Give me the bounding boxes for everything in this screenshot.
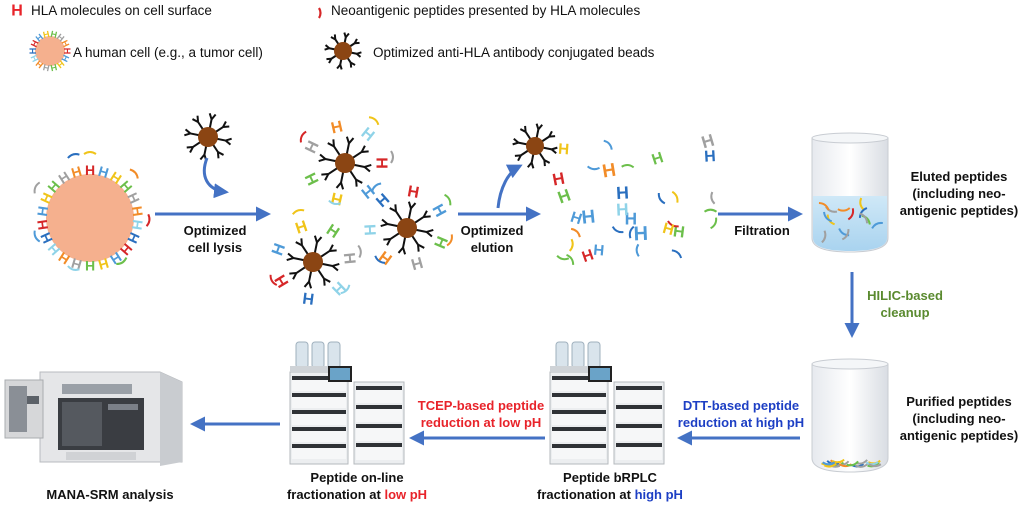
hla-glyph: H (323, 222, 342, 243)
mass-spectrometer (4, 371, 183, 466)
hla-glyph: H (650, 149, 666, 169)
hla-glyph: H (50, 29, 59, 40)
arrow-elution-up (496, 164, 523, 209)
hla-glyph: H (42, 29, 51, 40)
lc-instrument-high-ph (549, 341, 665, 465)
legend-peptide-label: Neoantigenic peptides presented by HLA m… (331, 3, 641, 18)
bprlc-label: Peptide bRPLC fractionation at high pH (537, 470, 683, 502)
hla-glyph: H (593, 242, 605, 260)
hla-molecule-icon: H (11, 3, 23, 20)
hla-glyph: H (329, 118, 344, 137)
mana-srm-label: MANA-SRM analysis (46, 487, 174, 502)
hla-glyph: H (661, 220, 676, 239)
hla-glyph: H (96, 163, 110, 181)
hla-glyph: H (34, 32, 45, 44)
bead-icon (324, 32, 362, 70)
hla-glyph: H (616, 182, 630, 203)
hla-glyph: H (34, 205, 51, 217)
legend-cell-label: A human cell (e.g., a tumor cell) (73, 45, 263, 60)
hla-glyph: H (34, 58, 45, 70)
hla-glyph: H (28, 48, 38, 55)
hla-glyph: H (428, 202, 448, 220)
hla-glyph: H (362, 224, 380, 236)
flow-arrows (155, 157, 860, 446)
online-fractionation-label: Peptide on-line fractionation at low pH (286, 470, 428, 502)
hla-glyph: H (376, 247, 395, 268)
bead-illustration-elution (512, 123, 558, 169)
hla-glyph: H (55, 58, 66, 70)
hla-glyph: H (85, 162, 95, 178)
lc-instrument-low-ph (289, 341, 405, 465)
hla-glyph: H (328, 278, 348, 298)
hla-glyph: H (699, 130, 717, 153)
hla-glyph: H (340, 252, 358, 265)
hla-glyph: H (558, 141, 570, 159)
hla-glyph: H (129, 219, 146, 231)
hla-glyph: H (581, 205, 597, 227)
hla-glyph: H (302, 170, 322, 188)
hla-glyph: H (551, 169, 566, 190)
hla-glyph: H (29, 53, 41, 63)
hla-glyph: H (85, 258, 95, 274)
hla-glyph: H (568, 209, 584, 229)
hla-glyph: H (55, 32, 66, 44)
hla-glyph: H (50, 62, 59, 73)
purified-peptides-tube (811, 358, 889, 473)
hla-glyph: H (406, 183, 420, 202)
hla-glyph: H (555, 185, 573, 207)
hla-glyph: H (358, 125, 378, 146)
hla-glyph: H (129, 205, 146, 217)
hla-glyph: H (11, 3, 23, 20)
hla-glyph: H (96, 255, 110, 273)
hla-glyph: H (625, 208, 638, 228)
legend-beads-label: Optimized anti-HLA antibody conjugated b… (373, 45, 655, 60)
eluted-peptides-tube (811, 132, 889, 253)
hla-glyph: H (616, 199, 629, 220)
hla-glyph: H (29, 39, 41, 49)
hla-glyph: H (601, 159, 618, 182)
hla-glyph: H (42, 62, 51, 73)
arrow-bead-to-complex (202, 157, 229, 199)
hla-glyph: H (430, 233, 450, 250)
bead-illustration (184, 113, 232, 161)
step-filtration-label: Filtration (734, 223, 790, 238)
legend-hla-label: HLA molecules on cell surface (31, 3, 212, 18)
hla-glyph: H (302, 138, 322, 156)
hla-glyph: H (69, 163, 83, 181)
hla-glyph: H (293, 218, 309, 238)
hla-glyph: H (59, 53, 71, 63)
eluted-peptides-label: Eluted peptides(including neo-antigenic … (899, 169, 1019, 218)
hla-glyph: H (580, 246, 596, 266)
hla-glyph: H (59, 39, 71, 49)
hla-glyph: H (409, 253, 425, 272)
hla-glyph: H (704, 148, 716, 166)
hla-glyph: H (302, 289, 316, 307)
hla-glyph: H (62, 48, 72, 55)
hla-glyph: H (269, 241, 289, 258)
hla-glyph: H (633, 223, 648, 246)
hla-glyph: H (34, 219, 51, 231)
peptide-icon (318, 7, 322, 19)
hla-glyph: H (373, 157, 390, 169)
purified-peptides-label: Purified peptides(including neo-antigeni… (899, 394, 1019, 443)
